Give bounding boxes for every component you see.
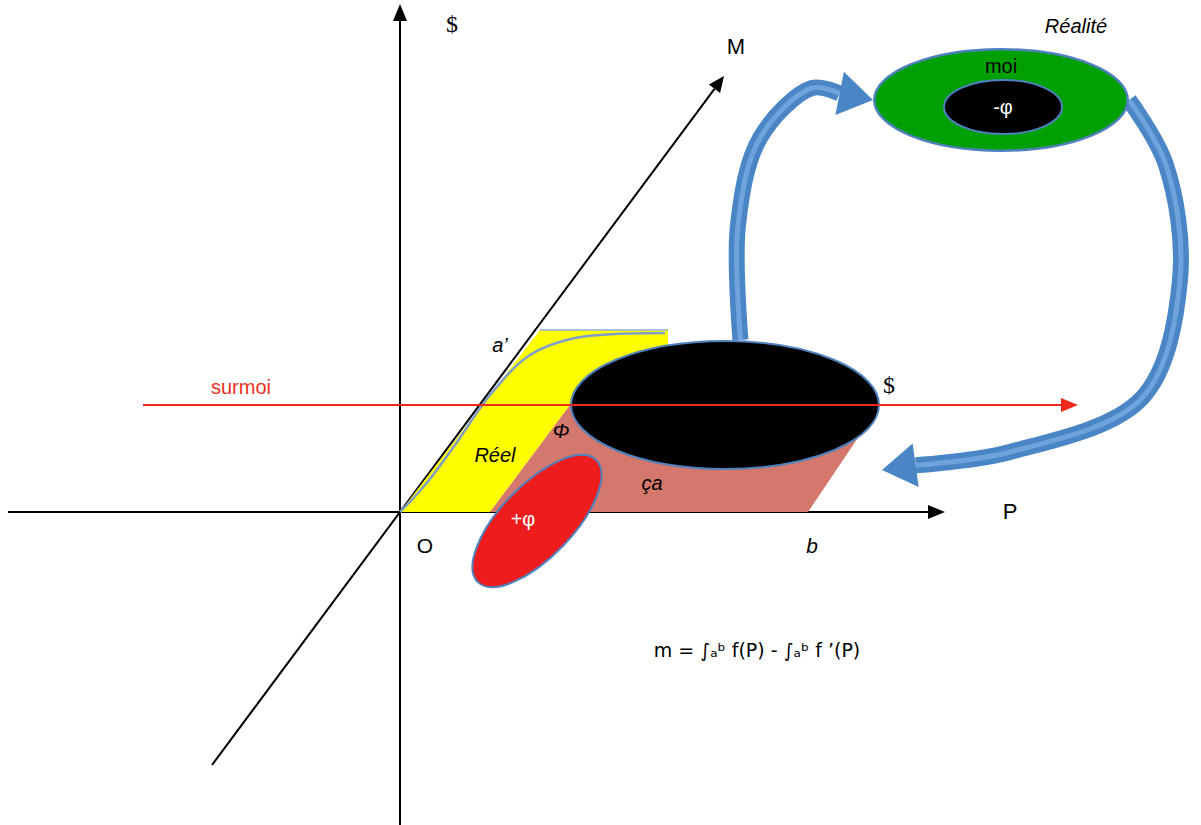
- arrow-ribbon: [916, 100, 1181, 465]
- ego-ring: -φ moi: [873, 48, 1129, 152]
- node-text: Réel: [474, 444, 515, 467]
- axis-label: P: [1003, 499, 1018, 525]
- vertical-axis: [399, 20, 401, 825]
- superego-arrowhead: [1061, 398, 1078, 412]
- arrow-ribbon: [737, 87, 840, 340]
- origin-label: O: [417, 534, 433, 558]
- phallus-ellipse: +φ: [473, 455, 601, 587]
- region-label: Réalité: [1045, 15, 1107, 38]
- superego-line: [143, 404, 1062, 406]
- arrowhead: [835, 72, 873, 115]
- lack-ellipse: -φ: [943, 79, 1063, 135]
- region-edge: [540, 329, 668, 331]
- ellipse-shape: [944, 80, 1062, 134]
- axis-mark: b: [806, 534, 818, 558]
- axis-mark: a’: [492, 334, 508, 357]
- symbol-label: Φ: [553, 420, 570, 443]
- axis-arrowhead: [393, 4, 407, 21]
- node-text: ça: [641, 472, 662, 495]
- node-text: $: [883, 372, 895, 399]
- node-text: +φ: [511, 508, 536, 531]
- arrow-highlight: [916, 100, 1181, 465]
- arrow-highlight: [737, 87, 840, 340]
- ellipse-shape: [874, 49, 1128, 151]
- subject-ellipse: $: [570, 340, 880, 470]
- loop-arrow: [882, 100, 1181, 487]
- node-outline: [570, 340, 880, 470]
- loop-arrow: [737, 72, 873, 340]
- axis-label: $: [446, 11, 458, 38]
- axis-arrowhead: [709, 76, 724, 93]
- node-outline: [473, 455, 601, 587]
- superego-line: [400, 404, 668, 406]
- superego-line: [570, 404, 880, 406]
- node-text: -φ: [993, 96, 1013, 119]
- axis-label: M: [727, 34, 745, 60]
- ellipse-shape: [571, 341, 879, 469]
- node-text: moi: [985, 55, 1017, 78]
- arrowhead: [882, 443, 919, 487]
- formula: m = ∫ₐᵇ f(P) - ∫ₐᵇ f ’(P): [654, 639, 861, 661]
- axis-arrowhead: [928, 505, 945, 519]
- line-label: surmoi: [211, 376, 271, 399]
- ellipse-shape: [452, 435, 622, 607]
